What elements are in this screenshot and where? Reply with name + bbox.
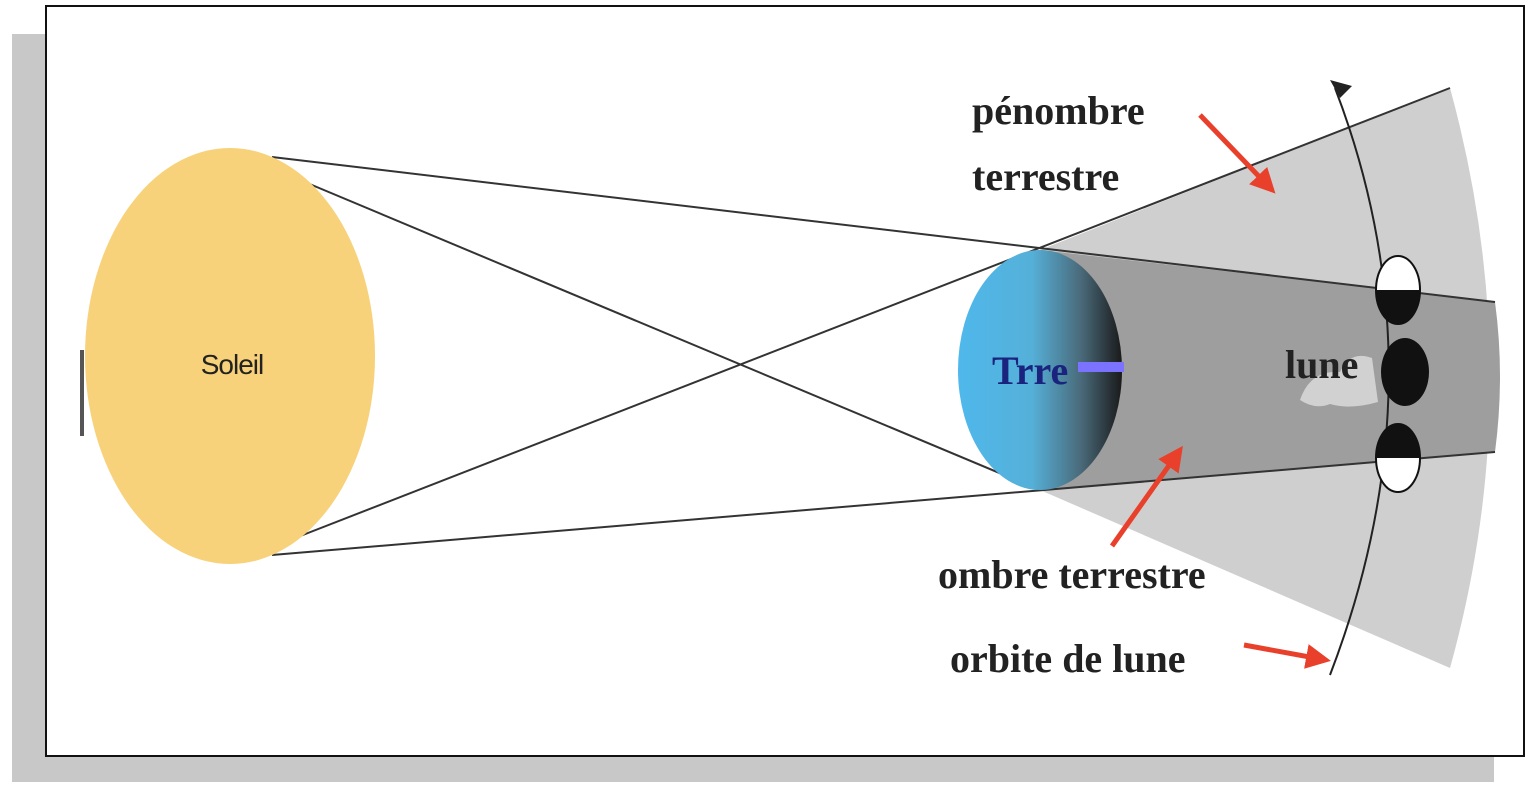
earth-label: Trre bbox=[992, 348, 1068, 393]
penumbra-label-line1: pénombre bbox=[972, 88, 1145, 133]
inner-tangent-down bbox=[299, 179, 1041, 491]
cloud-shape bbox=[1300, 355, 1378, 407]
moon-label: lune bbox=[1285, 342, 1358, 387]
orbit-arrowhead-icon bbox=[1330, 80, 1352, 98]
penumbra-arrow bbox=[1198, 113, 1276, 194]
earth bbox=[958, 250, 1122, 490]
sun bbox=[85, 148, 375, 564]
inner-tangent-up bbox=[289, 87, 1451, 541]
moon-eclipsed bbox=[1381, 338, 1429, 406]
moon-top bbox=[1375, 255, 1421, 325]
penumbra-label-line2: terrestre bbox=[972, 154, 1119, 199]
umbra-label: ombre terrestre bbox=[938, 552, 1206, 597]
moon-bottom bbox=[1375, 423, 1421, 493]
outer-tangent-top bbox=[271, 156, 1496, 303]
earth-pointer bbox=[1078, 362, 1124, 372]
sun-label: Soleil bbox=[201, 349, 263, 380]
umbra-arrow bbox=[1109, 445, 1183, 548]
outer-tangent-bottom bbox=[271, 451, 1496, 556]
orbit-arrow bbox=[1243, 642, 1331, 669]
orbit-label: orbite de lune bbox=[950, 636, 1186, 681]
sun-edge-mark bbox=[80, 350, 84, 436]
